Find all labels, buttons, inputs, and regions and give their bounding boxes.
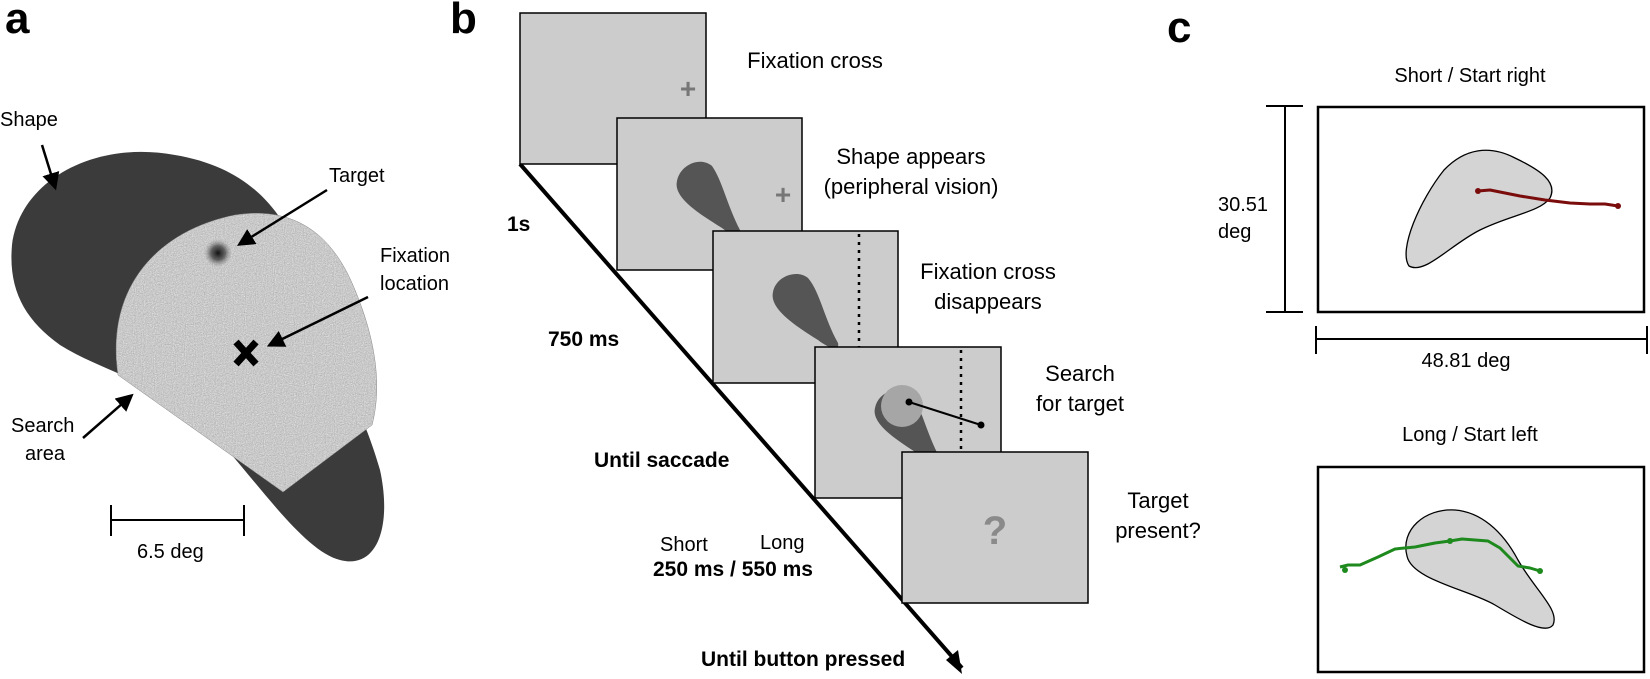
panel-b-label: b bbox=[450, 0, 477, 43]
scale-label: 6.5 deg bbox=[137, 541, 204, 563]
caption-5a: Target bbox=[1127, 488, 1188, 513]
top-shape bbox=[1405, 149, 1553, 269]
shape-arrow bbox=[40, 144, 60, 191]
shape-label: Shape bbox=[0, 109, 58, 131]
caption-2b: (peripheral vision) bbox=[824, 174, 999, 199]
bottom-trace bbox=[1339, 537, 1541, 573]
height-label-1: 30.51 bbox=[1218, 194, 1268, 216]
bottom-shape bbox=[1405, 509, 1555, 629]
fixation-x-icon bbox=[233, 339, 259, 367]
caption-2a: Shape appears bbox=[836, 144, 985, 169]
timing-saccade: Until saccade bbox=[594, 449, 729, 472]
scale-bar bbox=[110, 505, 245, 536]
caption-1: Fixation cross bbox=[747, 48, 883, 73]
width-bar bbox=[1315, 326, 1648, 354]
screen-question: ? bbox=[901, 451, 1089, 604]
panel-c: c Short / Start right 30.51 deg 48.81 de… bbox=[1167, 3, 1648, 674]
panel-a: a Shape Target Fixation location Search … bbox=[0, 0, 450, 563]
target-blob bbox=[204, 239, 232, 267]
caption-4a: Search bbox=[1045, 361, 1115, 386]
target-label: Target bbox=[329, 165, 385, 187]
height-bar bbox=[1266, 105, 1303, 313]
search-label-1: Search bbox=[11, 415, 74, 437]
svg-text:+: + bbox=[775, 179, 791, 210]
width-label: 48.81 deg bbox=[1422, 350, 1511, 372]
timing-short: Short bbox=[660, 534, 708, 556]
caption-4b: for target bbox=[1036, 391, 1124, 416]
height-label-2: deg bbox=[1218, 221, 1251, 243]
fixation-label-2: location bbox=[380, 273, 449, 295]
bottom-title: Long / Start left bbox=[1402, 424, 1538, 446]
question-mark: ? bbox=[983, 509, 1007, 553]
panel-a-label: a bbox=[5, 0, 30, 43]
target-arrow bbox=[237, 188, 328, 246]
timing-long: Long bbox=[760, 532, 805, 554]
panel-b: b + + bbox=[450, 0, 1201, 674]
fixation-label-1: Fixation bbox=[380, 245, 450, 267]
timing-1s: 1s bbox=[507, 213, 530, 236]
timeline-arrow bbox=[518, 162, 964, 670]
panel-c-label: c bbox=[1167, 3, 1191, 52]
fixation-arrow bbox=[266, 295, 369, 347]
timing-250-550: 250 ms / 550 ms bbox=[653, 558, 813, 581]
search-label-2: area bbox=[25, 443, 66, 465]
top-trace bbox=[1477, 188, 1619, 208]
top-title: Short / Start right bbox=[1394, 65, 1546, 87]
svg-text:+: + bbox=[680, 73, 696, 104]
caption-3a: Fixation cross bbox=[920, 259, 1056, 284]
caption-3b: disappears bbox=[934, 289, 1042, 314]
timing-button: Until button pressed bbox=[701, 648, 905, 671]
search-arrow bbox=[82, 393, 134, 439]
timing-750: 750 ms bbox=[548, 328, 619, 351]
caption-5b: present? bbox=[1115, 518, 1201, 543]
